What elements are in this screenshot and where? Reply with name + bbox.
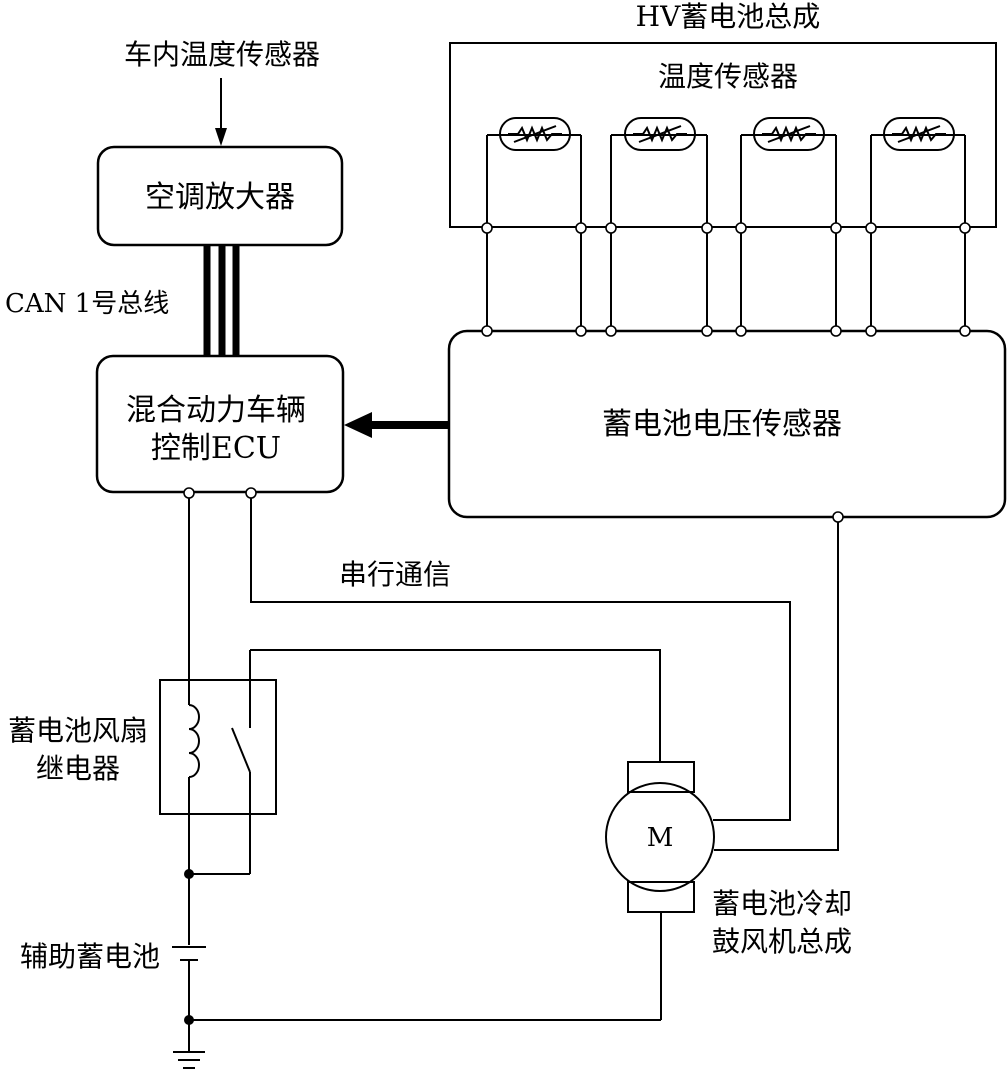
can-bus-lines	[203, 245, 240, 356]
hv-battery-assembly-box	[449, 42, 997, 228]
thermistor-group	[486, 117, 966, 330]
thermistor-3	[740, 117, 837, 330]
cabin-temp-sensor-label: 车内温度传感器	[124, 38, 320, 71]
aux-battery-label: 辅助蓄电池	[20, 940, 160, 973]
blower-label-line1: 蓄电池冷却	[712, 887, 852, 920]
blower-label-line2: 鼓风机总成	[712, 925, 852, 958]
connector-nodes	[481, 222, 971, 337]
signal-arrow-to-ecu	[344, 412, 448, 438]
ecu-output-wires	[183, 487, 791, 821]
battery-voltage-sensor-label: 蓄电池电压传感器	[602, 407, 842, 442]
ground-side-wiring	[172, 814, 662, 1069]
ac-amplifier-label: 空调放大器	[145, 180, 295, 215]
fan-relay-label-line1: 蓄电池风扇	[8, 714, 148, 747]
temp-sensors-label: 温度传感器	[658, 60, 798, 93]
battery-fan-relay	[159, 649, 661, 874]
voltage-sensor-to-blower-wire	[714, 517, 839, 851]
battery-voltage-sensor-box: 蓄电池电压传感器	[447, 329, 1007, 519]
serial-comm-label: 串行通信	[339, 558, 451, 591]
blower-motor: M	[605, 761, 715, 913]
motor-symbol: M	[647, 823, 674, 853]
voltage-sensor-output-node	[832, 511, 844, 523]
hv-ecu-label-line2: 控制ECU	[151, 431, 281, 466]
hv-battery-assembly-label: HV蓄电池总成	[636, 0, 821, 33]
sensor-input-arrow	[215, 78, 227, 146]
fan-relay-label-line2: 继电器	[36, 752, 120, 785]
hv-control-ecu-box: 混合动力车辆 控制ECU	[95, 354, 345, 494]
hv-ecu-label-line1: 混合动力车辆	[126, 393, 306, 428]
can-bus-label: CAN 1号总线	[5, 289, 169, 319]
thermistor-1	[486, 117, 582, 330]
thermistor-4	[870, 117, 966, 330]
ac-amplifier-box: 空调放大器	[96, 145, 344, 247]
thermistor-2	[610, 117, 708, 330]
